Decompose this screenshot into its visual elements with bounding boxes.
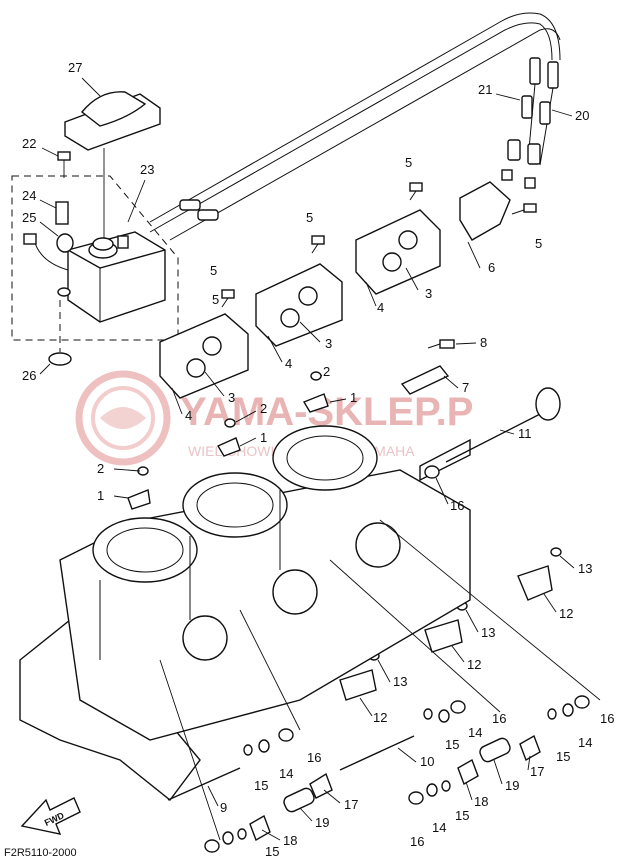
part-number-2: 2: [97, 461, 104, 476]
part-number-23: 23: [140, 162, 154, 177]
part-number-1: 1: [260, 430, 267, 445]
leader-lines: [39, 77, 601, 841]
part-number-21: 21: [478, 82, 492, 97]
part-number-18: 18: [283, 833, 297, 848]
part-number-11: 11: [518, 426, 532, 441]
part-number-27: 27: [68, 60, 82, 75]
part-number-15: 15: [556, 749, 570, 764]
part-number-5: 5: [212, 292, 219, 307]
intake-flanges: [159, 181, 511, 399]
part-number-22: 22: [22, 136, 36, 151]
part-number-2: 2: [260, 401, 267, 416]
part-number-13: 13: [578, 561, 592, 576]
part-number-15: 15: [455, 808, 469, 823]
part-number-14: 14: [432, 820, 446, 835]
part-number-8: 8: [480, 335, 487, 350]
part-number-14: 14: [279, 766, 293, 781]
part-number-4: 4: [185, 408, 192, 423]
part-number-5: 5: [210, 263, 217, 278]
part-number-16: 16: [410, 834, 424, 849]
part-number-12: 12: [467, 657, 481, 672]
throttle-cables: [149, 12, 561, 241]
part-number-2: 2: [323, 364, 330, 379]
part-number-5: 5: [535, 236, 542, 251]
part-number-18: 18: [474, 794, 488, 809]
part-number-16: 16: [450, 498, 464, 513]
drawing-code: F2R5110-2000: [4, 847, 77, 858]
part-number-9: 9: [220, 800, 227, 815]
part-number-7: 7: [462, 380, 469, 395]
part-number-16: 16: [307, 750, 321, 765]
part-number-15: 15: [265, 844, 279, 858]
part-number-19: 19: [505, 778, 519, 793]
part-number-15: 15: [254, 778, 268, 793]
part-number-4: 4: [285, 356, 292, 371]
part-number-3: 3: [325, 336, 332, 351]
part-number-20: 20: [575, 108, 589, 123]
part-number-12: 12: [373, 710, 387, 725]
part-number-15: 15: [445, 737, 459, 752]
part-number-24: 24: [22, 188, 36, 203]
fwd-arrow-icon: FWD: [20, 797, 81, 835]
part-number-16: 16: [492, 711, 506, 726]
part-number-6: 6: [488, 260, 495, 275]
part-number-5: 5: [306, 210, 313, 225]
levers-and-shafts: [167, 565, 590, 853]
electrical-box-group: [11, 91, 179, 366]
part-number-17: 17: [344, 797, 358, 812]
part-number-12: 12: [559, 606, 573, 621]
part-number-3: 3: [228, 390, 235, 405]
part-number-10: 10: [420, 754, 434, 769]
part-number-13: 13: [481, 625, 495, 640]
shaft-11: [127, 365, 561, 510]
part-number-17: 17: [530, 764, 544, 779]
part-number-1: 1: [350, 390, 357, 405]
part-number-19: 19: [315, 815, 329, 830]
part-number-26: 26: [22, 368, 36, 383]
part-number-14: 14: [578, 735, 592, 750]
part-number-3: 3: [425, 286, 432, 301]
part-number-25: 25: [22, 210, 36, 225]
part-number-1: 1: [97, 488, 104, 503]
part-number-4: 4: [377, 300, 384, 315]
engine-block: [19, 425, 471, 801]
part-number-14: 14: [468, 725, 482, 740]
part-number-16: 16: [600, 711, 614, 726]
part-number-13: 13: [393, 674, 407, 689]
part-number-5: 5: [405, 155, 412, 170]
